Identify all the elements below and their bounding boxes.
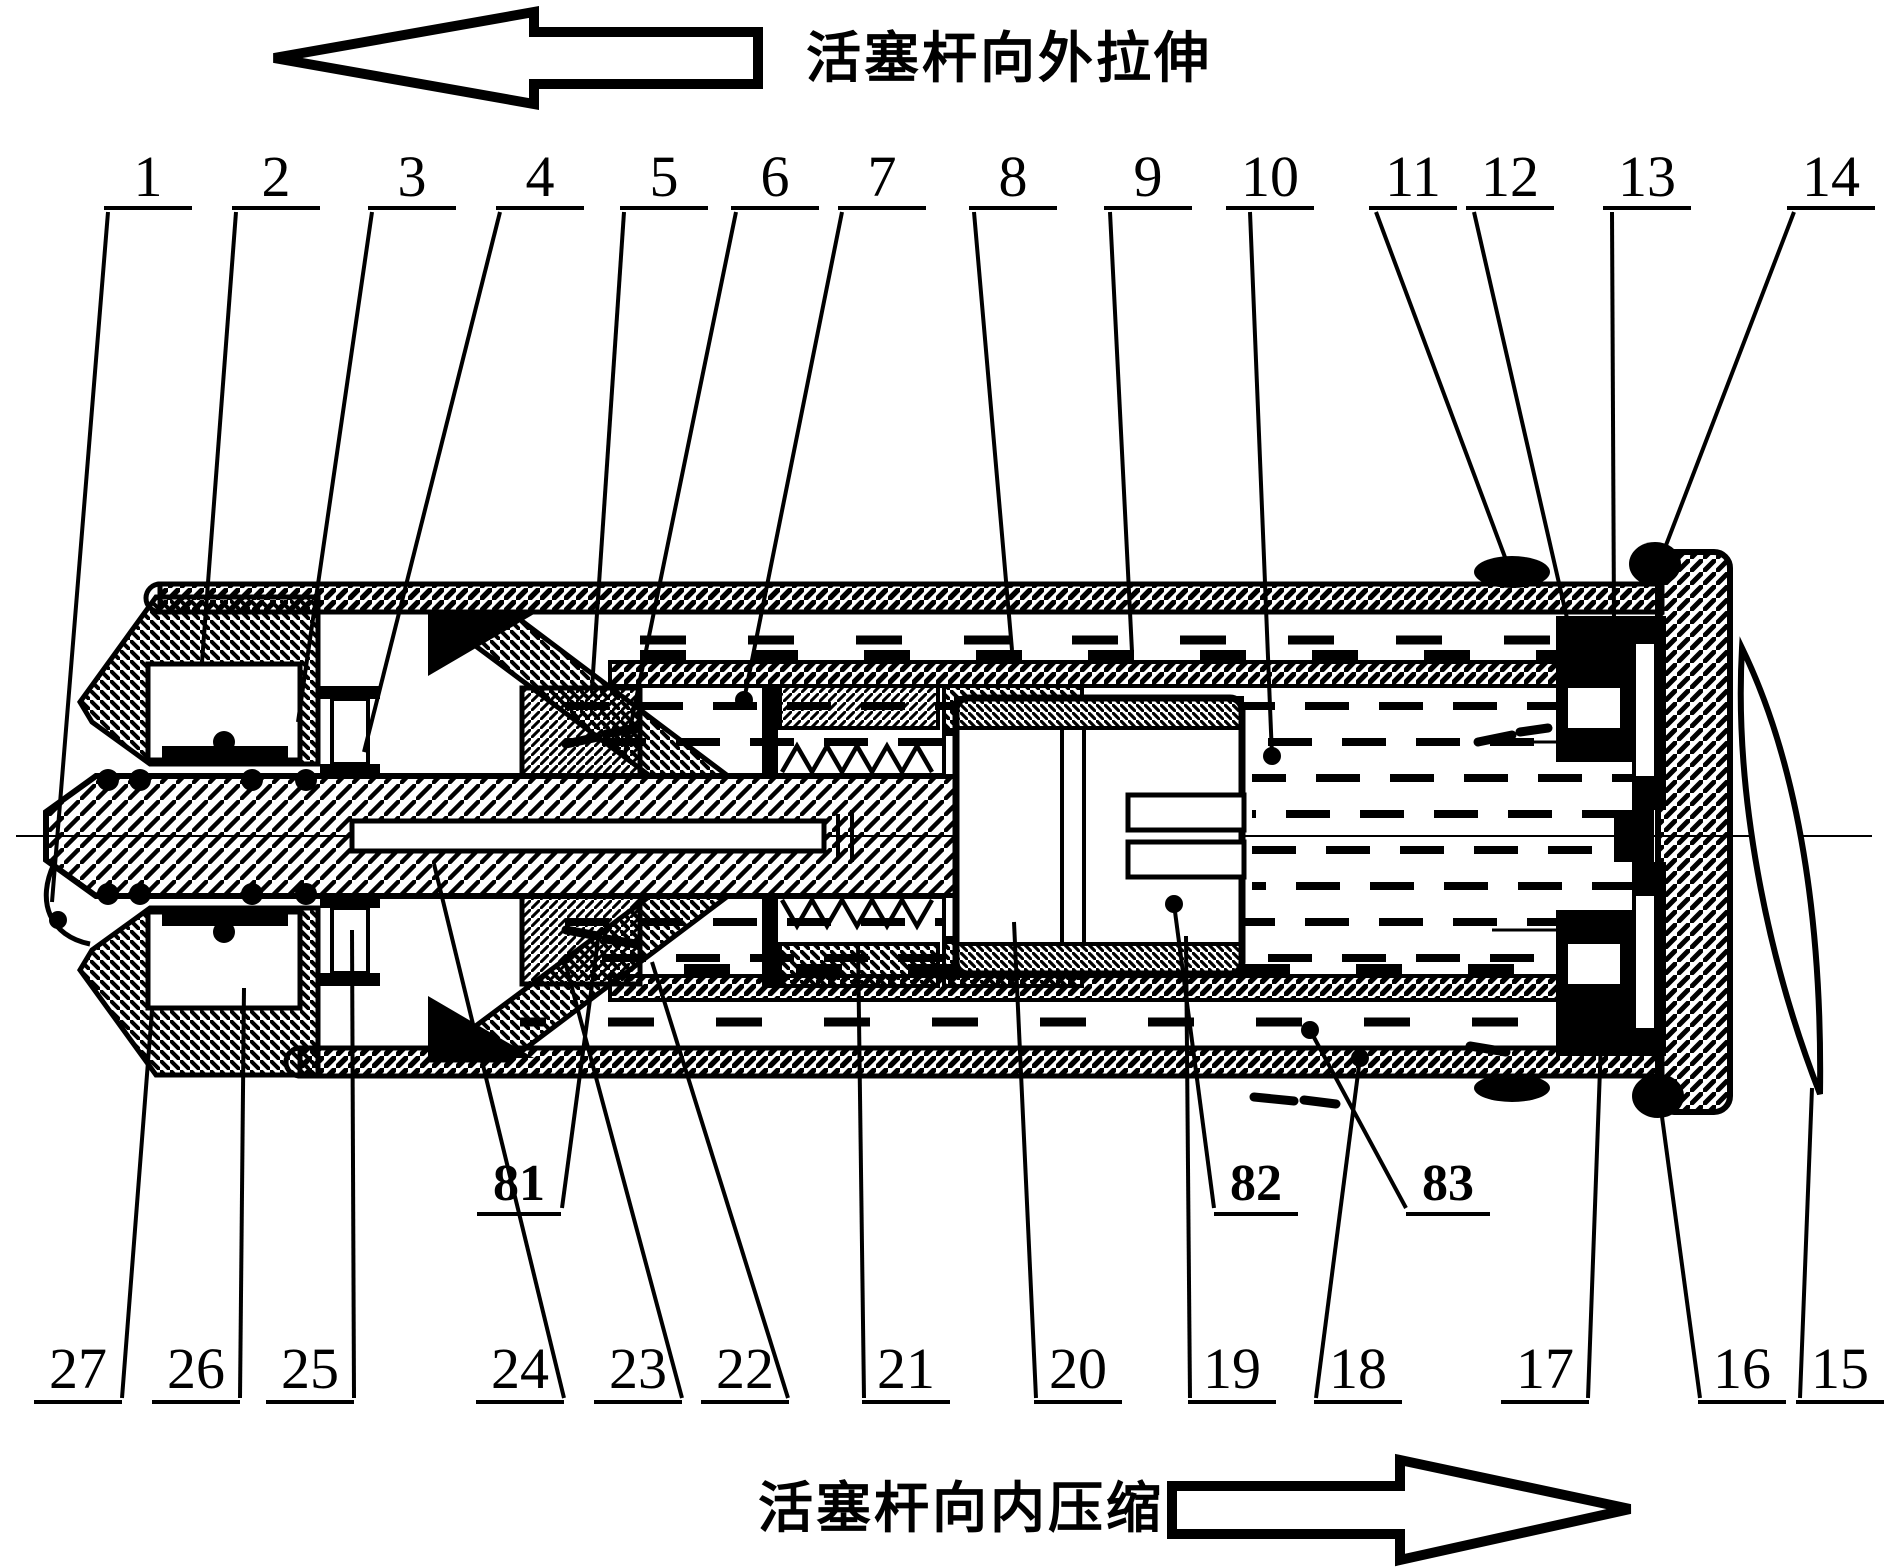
- leader-dot-10: [1263, 747, 1281, 765]
- compress-arrow: [1167, 1453, 1632, 1567]
- part-number-3: 3: [398, 144, 427, 209]
- part-number-24: 24: [491, 1336, 549, 1401]
- leader-line-1: [50, 211, 110, 903]
- leader-line-6: [622, 211, 738, 759]
- leader-line-8: [972, 211, 1014, 651]
- part-number-21: 21: [877, 1336, 935, 1401]
- part-number-14: 14: [1802, 144, 1860, 209]
- part-number-4: 4: [526, 144, 555, 209]
- leader-line-10: [1248, 211, 1274, 757]
- leader-line-13: [1610, 211, 1616, 623]
- leader-line-24: [432, 863, 566, 1399]
- part-number-17: 17: [1516, 1336, 1574, 1401]
- compress-arrow-label: 活塞杆向内压缩: [758, 1477, 1164, 1539]
- part-number-16: 16: [1713, 1336, 1771, 1401]
- part-number-18: 18: [1329, 1336, 1387, 1401]
- leader-dot-14: [1649, 557, 1667, 575]
- part-number-25: 25: [281, 1336, 339, 1401]
- part-number-26: 26: [167, 1336, 225, 1401]
- leader-line-17: [1586, 1013, 1604, 1399]
- leader-dot-7: [735, 691, 753, 709]
- leader-line-83: [1308, 1029, 1408, 1209]
- part-number-12: 12: [1481, 144, 1539, 209]
- leader-line-81: [560, 939, 600, 1209]
- end-cap: [1474, 542, 1733, 1118]
- compress-direction: 活塞杆向内压缩: [758, 1453, 1632, 1567]
- leader-line-25: [350, 929, 356, 1399]
- leader-line-14: [1656, 211, 1796, 567]
- rod-inner-bore: [349, 818, 827, 854]
- part-number-15: 15: [1811, 1336, 1869, 1401]
- part-number-23: 23: [609, 1336, 667, 1401]
- part-number-1: 1: [134, 144, 163, 209]
- part-number-2: 2: [262, 144, 291, 209]
- part-number-9: 9: [1134, 144, 1163, 209]
- part-number-5: 5: [650, 144, 679, 209]
- leader-dot-18: [1351, 1049, 1369, 1067]
- leader-line-26: [238, 987, 246, 1399]
- leader-line-5: [590, 211, 626, 689]
- leader-line-2: [200, 211, 238, 663]
- part-number-11: 11: [1385, 144, 1441, 209]
- base-valve-assembly: [1492, 616, 1666, 1056]
- piston-rod: [43, 773, 959, 947]
- piston-head: [952, 694, 1247, 978]
- valve-spring-lower: [780, 895, 934, 931]
- part-number-8: 8: [999, 144, 1028, 209]
- extend-direction: 活塞杆向外拉伸: [273, 6, 1212, 110]
- part-number-83: 83: [1422, 1155, 1474, 1212]
- leader-dot-83: [1301, 1021, 1319, 1039]
- part-number-7: 7: [868, 144, 897, 209]
- extend-arrow: [273, 6, 763, 110]
- part-number-10: 10: [1241, 144, 1299, 209]
- leader-line-23: [562, 957, 684, 1399]
- part-number-6: 6: [761, 144, 790, 209]
- leader-line-22: [650, 961, 790, 1399]
- leader-line-82: [1172, 903, 1216, 1209]
- leader-line-21: [856, 943, 866, 1399]
- leader-line-16: [1658, 1101, 1702, 1399]
- leader-line-12: [1472, 211, 1574, 641]
- leader-dot-16: [1651, 1093, 1669, 1111]
- part-number-19: 19: [1203, 1336, 1261, 1401]
- leader-line-7: [742, 211, 844, 701]
- leader-dot-82: [1165, 895, 1183, 913]
- leader-line-9: [1108, 211, 1134, 653]
- flow-arrows: [561, 723, 1553, 1109]
- part-number-82: 82: [1230, 1155, 1282, 1212]
- part-number-27: 27: [49, 1336, 107, 1401]
- part-number-13: 13: [1618, 144, 1676, 209]
- mounting-spring-plate: [1737, 636, 1824, 1096]
- extend-arrow-label: 活塞杆向外拉伸: [806, 27, 1212, 89]
- part-number-81: 81: [493, 1155, 545, 1212]
- valve-spring-upper: [780, 741, 934, 777]
- part-number-20: 20: [1049, 1336, 1107, 1401]
- leader-dot-11: [1503, 567, 1521, 585]
- leader-line-3: [296, 211, 374, 723]
- leader-line-20: [1012, 921, 1038, 1399]
- leader-line-11: [1374, 211, 1514, 577]
- leader-line-15: [1798, 1087, 1814, 1399]
- leader-line-18: [1314, 1057, 1362, 1399]
- leader-line-4: [362, 211, 502, 753]
- part-number-22: 22: [716, 1336, 774, 1401]
- outer-cylinder: [143, 581, 1665, 1079]
- leader-line-27: [120, 1009, 154, 1399]
- rod-seal-assembly: [77, 594, 736, 1078]
